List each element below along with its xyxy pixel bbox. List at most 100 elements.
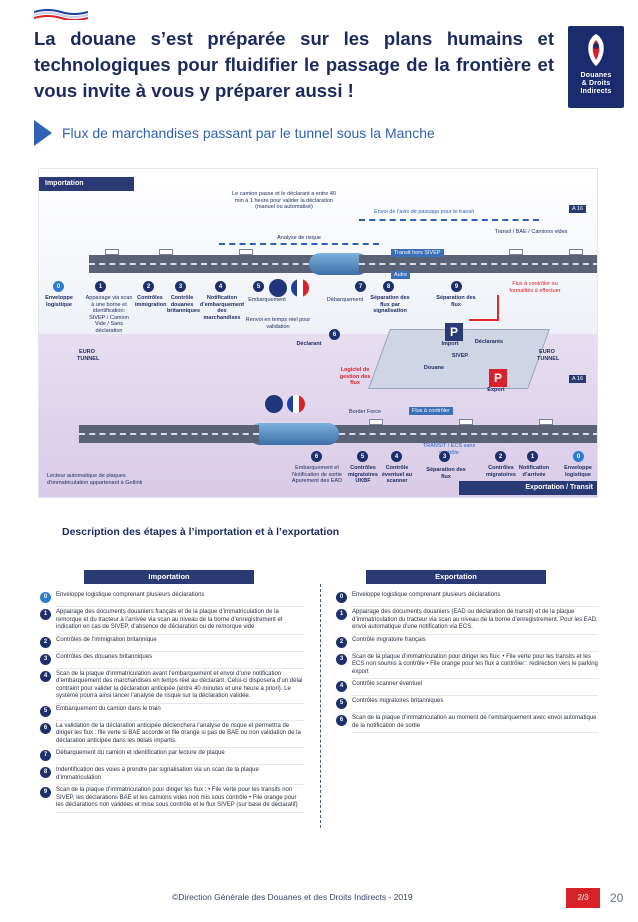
top-step-3: 3	[175, 281, 186, 292]
tunnel-top	[309, 253, 369, 275]
table-row: 2 Contrôle migratoire français	[330, 636, 598, 652]
bottom-step-1-label: Notification d’arrivée	[518, 465, 550, 478]
step-description: Appairage des documents douaniers frança…	[56, 609, 283, 630]
top-step-5: 5	[253, 281, 264, 292]
bottom-step-1: 1	[527, 451, 538, 462]
step-description: Contrôles de l’immigration britannique	[56, 636, 157, 643]
border-force-label: Border Force	[348, 409, 382, 415]
top-step-2-label: Contrôles immigration	[135, 295, 167, 308]
top-step-9-label: Séparation des flux	[436, 295, 476, 308]
autre-tag: Autre	[391, 271, 411, 279]
top-step-2: 2	[143, 281, 154, 292]
bottom-step-2-label: Contrôles migratoires	[486, 465, 516, 478]
step-number-badge: 3	[336, 653, 347, 665]
table-row: 1 Appairage des documents douaniers (EAD …	[330, 609, 598, 634]
envoi-avis-label: Envoi de l’avis de passage pour le trans…	[374, 209, 474, 215]
step-number-badge: 1	[40, 609, 51, 620]
step-number-badge: 6	[336, 715, 347, 726]
uk-flag-icon	[265, 395, 283, 413]
bottom-step-2: 2	[495, 451, 506, 462]
bottom-step-5: 5	[357, 451, 368, 462]
description-title: Description des étapes à l’importation e…	[62, 526, 340, 538]
table-row: 5 Embarquement du camion dans le train	[34, 705, 304, 721]
table-row: 2 Contrôles de l’immigration britannique	[34, 636, 304, 652]
logiciel-label: Logiciel de gestion des flux	[339, 367, 371, 386]
douanes-logo: Douanes & Droits Indirects	[568, 26, 624, 108]
lecteur-note: Lecteur automatique de plaques d’immatri…	[47, 473, 143, 486]
copyright-text: ©Direction Générale des Douanes et des D…	[172, 892, 413, 902]
bottom-step-4: 4	[391, 451, 402, 462]
page-fraction-badge: 2/3	[566, 888, 600, 908]
top-step-1: 1	[95, 281, 106, 292]
step-description: Scan de la plaque d’immatriculation pour…	[56, 787, 298, 808]
france-flag-icon	[287, 395, 305, 413]
top-step-7-label: Débarquement	[326, 297, 364, 303]
step-description: Appairage des documents douaniers (EAD o…	[352, 609, 598, 630]
top-step-3-label: Contrôle douanes britanniques	[167, 295, 201, 314]
step-number-badge: 5	[336, 698, 347, 709]
step-description: Contrôle migratoire français	[352, 636, 426, 643]
step-number-badge: 7	[40, 750, 51, 761]
declarant-label: Déclarant	[296, 341, 322, 347]
step-number-badge: 5	[40, 705, 51, 717]
import-band	[39, 169, 597, 334]
parking-export-icon: P	[489, 369, 507, 387]
parking-import-icon: P	[445, 323, 463, 341]
uk-flag-icon	[269, 279, 287, 297]
tunnel-flow-diagram: Importation Exportation / Transit Le cam…	[38, 168, 598, 498]
step-number-badge: 4	[40, 670, 51, 682]
step-number-badge: 6	[40, 722, 51, 734]
importation-tab: Importation	[39, 177, 134, 191]
step-description: Enveloppe logistique comprenant plusieur…	[352, 592, 501, 598]
a16-sign-top: A 16	[569, 205, 587, 213]
red-flow-line	[469, 295, 499, 321]
step-description: Contrôle scanner éventuel	[352, 681, 423, 687]
step-number-badge: 3	[40, 653, 51, 665]
subtitle-text: Flux de marchandises passant par le tunn…	[62, 125, 435, 141]
page-footer: ©Direction Générale des Douanes et des D…	[0, 888, 638, 908]
tunnel-bottom	[249, 423, 339, 445]
top-step-0: 0	[53, 281, 64, 292]
import-road-left	[89, 255, 319, 273]
renvoi-label: Renvoi en temps réel pour validation	[245, 317, 311, 330]
import-header: Importation	[84, 570, 254, 584]
top-step-4: 4	[215, 281, 226, 292]
step-number-badge: 0	[336, 592, 347, 603]
step-description: Enveloppe logistique comprenant plusieur…	[56, 592, 205, 598]
step-description: Embarquement du camion dans le train	[56, 705, 161, 712]
truck	[159, 249, 173, 255]
top-step-4-label: Notification d’embarquement des marchand…	[199, 295, 245, 321]
step-description: La validation de la déclaration anticipé…	[56, 722, 301, 744]
import-road-right	[359, 255, 597, 273]
flux-orange-label: Flux à contrôler ou formalités à effectu…	[509, 281, 561, 294]
step-description: Indentification des voies à prendre par …	[56, 767, 259, 781]
column-divider	[320, 584, 321, 828]
export-label: Export	[487, 387, 505, 393]
exportation-tab: Exportation / Transit	[459, 481, 597, 495]
bottom-step-4-label: Contrôle éventuel au scanner	[381, 465, 413, 484]
eurotunnel-logo-left: EURO TUNNEL	[77, 349, 100, 362]
chevron-right-icon	[34, 120, 52, 146]
top-step-5-label: Embarquement	[248, 297, 286, 303]
step-number-badge: 2	[40, 636, 51, 648]
step-number-badge: 1	[336, 609, 347, 620]
export-steps-list: 0 Enveloppe logistique comprenant plusieu…	[330, 592, 598, 733]
callout-declaration: Le camion passe et le déclarant a entre …	[232, 191, 336, 210]
top-step-0-label: Enveloppe logistique	[45, 295, 73, 308]
top-step-8: 8	[383, 281, 394, 292]
step-number-badge: 2	[336, 636, 347, 648]
truck	[509, 249, 523, 255]
truck	[539, 419, 553, 425]
section-subtitle: Flux de marchandises passant par le tunn…	[34, 118, 435, 148]
bottom-step-0-label: Enveloppe logistique	[564, 465, 592, 478]
export-road-left	[79, 425, 259, 443]
